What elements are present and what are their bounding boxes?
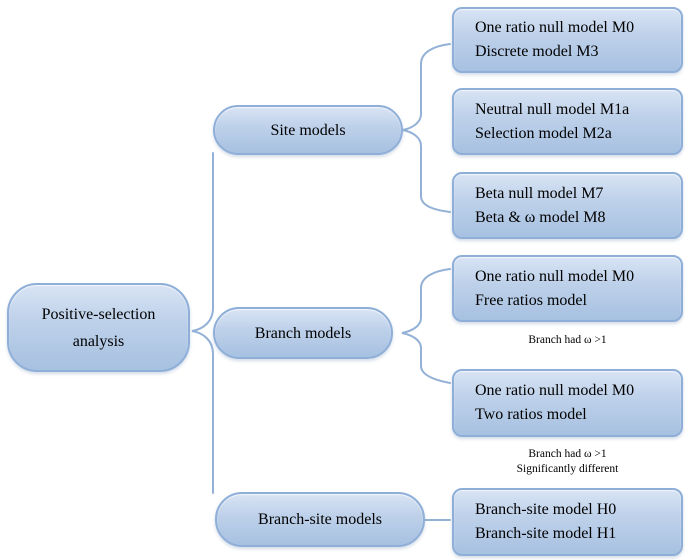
box-line: Two ratios model [475, 406, 587, 423]
annotation-line: Branch had ω >1 [528, 334, 607, 346]
box-line: Selection model M2a [475, 124, 612, 142]
root-label-line1: Positive-selection [41, 305, 156, 323]
branch-models-label: Branch models [254, 324, 352, 342]
box-line: Discrete model M3 [475, 43, 599, 60]
box-site-m1a-m2a: Neutral null model M1a Selection model M… [452, 88, 683, 155]
root-label-line2: analysis [72, 332, 125, 350]
box-line: Branch-site model H1 [475, 525, 617, 542]
box-line: Beta & ω model M8 [475, 208, 606, 226]
site-models-label: Site models [270, 121, 346, 139]
box-branch-m0-free-ratios: One ratio null model M0 Free ratios mode… [452, 255, 683, 322]
box-line: Beta null model M7 [475, 184, 604, 202]
box-line: One ratio null model M0 [475, 19, 635, 36]
node-site-models: Site models [213, 105, 403, 155]
box-line: Free ratios model [475, 291, 587, 309]
brace-root-to-nodes [191, 152, 214, 494]
annotation-line: Significantly different [516, 463, 619, 475]
box-line: One ratio null model M0 [475, 267, 635, 285]
box-branch-m0-two-ratios: One ratio null model M0 Two ratios model [452, 369, 683, 437]
box-branch-site-h0-h1: Branch-site model H0 Branch-site model H… [452, 488, 683, 556]
root-node-positive-selection-analysis: Positive-selection analysis [7, 283, 190, 372]
node-branch-site-models: Branch-site models [215, 492, 425, 547]
box-site-m0-m3: One ratio null model M0 Discrete model M… [452, 7, 683, 73]
annotation-branch-omega-significant: Branch had ω >1 Significantly different [452, 447, 683, 477]
box-line: Neutral null model M1a [475, 100, 630, 118]
annotation-branch-had-omega: Branch had ω >1 [452, 333, 683, 348]
brace-site-to-boxes [402, 43, 451, 213]
annotation-line: Branch had ω >1 [528, 448, 607, 460]
branch-site-models-label: Branch-site models [258, 511, 382, 528]
box-line: One ratio null model M0 [475, 382, 635, 399]
box-line: Branch-site model H0 [475, 501, 617, 518]
box-site-m7-m8: Beta null model M7 Beta & ω model M8 [452, 172, 683, 239]
node-branch-models: Branch models [213, 307, 393, 359]
brace-branch-to-boxes [401, 268, 451, 384]
